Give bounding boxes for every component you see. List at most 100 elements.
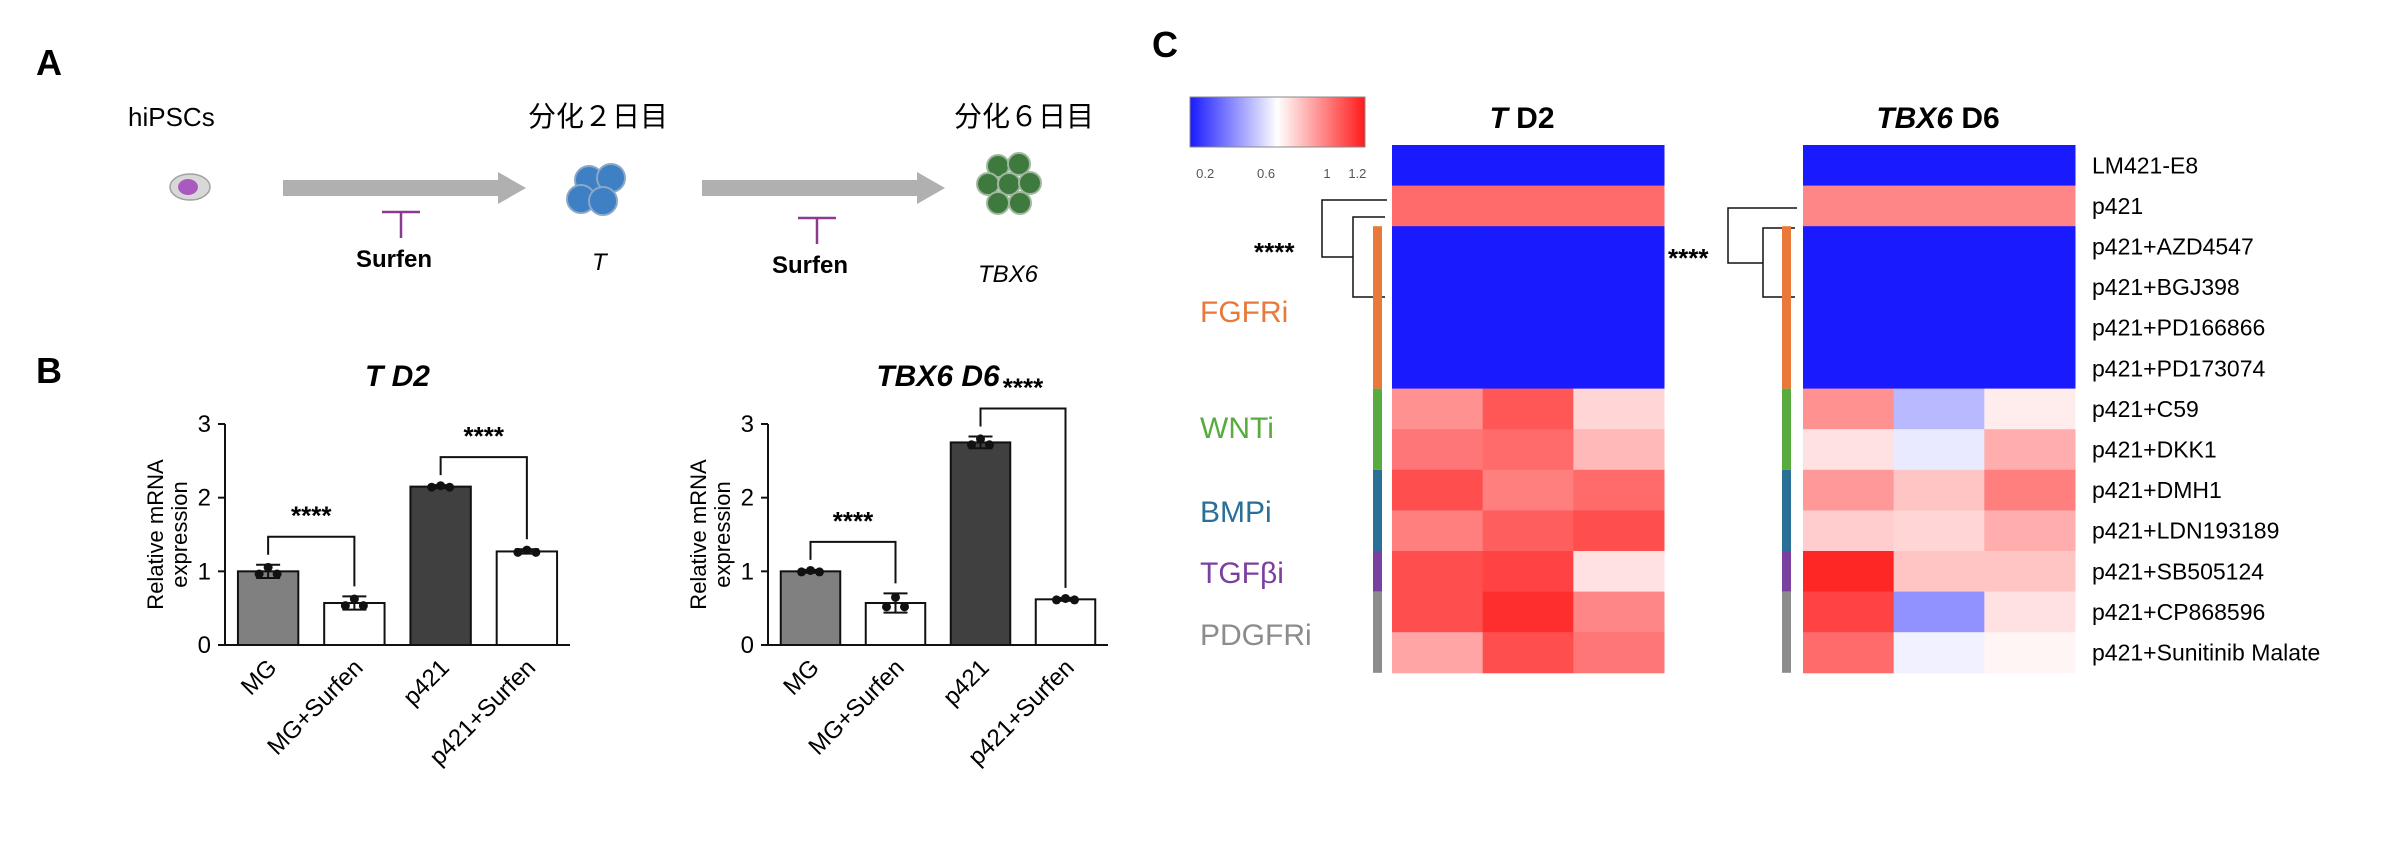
hipsc-cell-icon xyxy=(169,173,211,201)
arrow-2-icon xyxy=(702,172,945,204)
heatmap-cell xyxy=(1482,145,1574,187)
data-point xyxy=(340,601,350,611)
data-point xyxy=(1061,593,1070,603)
heatmap-cell xyxy=(1984,226,2076,268)
heatmap-cell xyxy=(1573,185,1665,227)
y-tick-label: 1 xyxy=(198,558,211,585)
data-point xyxy=(522,545,532,555)
heatmap-cell xyxy=(1984,307,2076,349)
group-label-pdgfri: PDGFRi xyxy=(1200,619,1312,652)
heatmap-cell xyxy=(1803,145,1895,187)
dendrogram-2 xyxy=(1727,207,1797,298)
dendrogram-1 xyxy=(1321,199,1387,298)
heatmap-cell xyxy=(1392,307,1484,349)
heatmap-cell xyxy=(1803,185,1895,227)
heatmap-cell xyxy=(1803,388,1895,430)
heatmap-cell xyxy=(1893,266,1985,308)
heatmap-row-label: p421+DKK1 xyxy=(2092,437,2217,463)
heatmap-cell xyxy=(1893,388,1985,430)
group-color-segment xyxy=(1373,388,1382,470)
marker-1-label: T xyxy=(592,249,609,276)
heatmap-cell xyxy=(1803,226,1895,268)
heatmap-cell xyxy=(1984,551,2076,593)
heatmap-cell xyxy=(1573,145,1665,187)
heatmap-row-label: p421+C59 xyxy=(2092,396,2199,422)
heatmap-cell xyxy=(1893,145,1985,187)
inhibitor-2-icon xyxy=(798,216,836,244)
data-point xyxy=(891,592,900,602)
heatmap-cell xyxy=(1573,226,1665,268)
heatmap-row-label: p421+PD166866 xyxy=(2092,315,2265,341)
heatmap-cell xyxy=(1893,551,1985,593)
group-color-segment xyxy=(1782,469,1791,551)
heatmap-cell xyxy=(1392,632,1484,674)
colorbar-tick-label: 1 xyxy=(1323,166,1330,181)
data-point xyxy=(358,601,368,611)
day2-label: 分化２日目 xyxy=(528,100,668,133)
x-tick-label: p421 xyxy=(398,654,455,711)
group-color-segment xyxy=(1373,551,1382,592)
heatmap-row-label: p421+PD173074 xyxy=(2092,355,2266,381)
significance-bracket xyxy=(439,456,528,540)
heatmap-row-label: p421+Sunitinib Malate xyxy=(2092,640,2320,666)
heatmap-cell xyxy=(1482,348,1574,390)
heatmap-cell xyxy=(1803,469,1895,511)
heatmap-cell xyxy=(1392,551,1484,593)
heatmap-row-label: p421+CP868596 xyxy=(2092,599,2265,625)
bar-chart-title: TBX6 D6 xyxy=(876,360,1000,393)
heatmap-cell xyxy=(1984,145,2076,187)
group-color-segment xyxy=(1373,469,1382,551)
heatmap-row-label: p421+DMH1 xyxy=(2092,477,2222,503)
heatmap-row-label: p421 xyxy=(2092,193,2143,219)
heatmap-cell xyxy=(1893,226,1985,268)
hipscs-label: hiPSCs xyxy=(128,102,215,132)
heatmap-cell xyxy=(1803,307,1895,349)
heatmap-cell xyxy=(1482,551,1574,593)
heatmap-cell xyxy=(1984,388,2076,430)
y-tick-label: 1 xyxy=(741,558,754,585)
heatmap-cell xyxy=(1893,185,1985,227)
group-label-bmpi: BMPi xyxy=(1200,496,1272,529)
data-point xyxy=(1052,595,1061,605)
significance-label: **** xyxy=(464,421,505,451)
heatmap-row-label: LM421-E8 xyxy=(2092,152,2198,178)
inhibitor-1-label: Surfen xyxy=(356,246,432,273)
data-point xyxy=(436,481,446,491)
group-color-segment xyxy=(1782,226,1791,389)
heatmap-cell xyxy=(1893,591,1985,633)
group-color-segment xyxy=(1373,591,1382,673)
marker-2-label: TBX6 xyxy=(978,261,1039,288)
significance-label: **** xyxy=(1003,373,1044,403)
day6-label: 分化６日目 xyxy=(954,100,1094,133)
y-axis-label: Relative mRNA xyxy=(143,459,168,610)
heatmap-cell xyxy=(1893,307,1985,349)
data-point xyxy=(445,482,455,492)
heatmap-cell xyxy=(1984,591,2076,633)
data-point xyxy=(1070,595,1079,605)
heatmap-cell xyxy=(1984,429,2076,471)
data-point xyxy=(427,482,437,492)
heatmap-cell xyxy=(1803,266,1895,308)
y-tick-label: 2 xyxy=(198,485,211,512)
bar xyxy=(409,485,472,646)
heatmap-cell xyxy=(1984,632,2076,674)
y-axis-label: Relative mRNA xyxy=(686,459,711,610)
y-tick-label: 0 xyxy=(198,632,211,659)
bar xyxy=(495,550,559,647)
heatmap-cell xyxy=(1392,388,1484,430)
data-point xyxy=(967,440,976,450)
panel-a: A hiPSCs 分化２日目 分化６日目 Surfen T xyxy=(36,42,1094,288)
heatmap-cell xyxy=(1893,632,1985,674)
heatmap-row-label: p421+AZD4547 xyxy=(2092,234,2254,260)
heatmap-cell xyxy=(1573,429,1665,471)
data-point xyxy=(806,565,815,575)
heatmap-cell xyxy=(1392,510,1484,552)
data-point xyxy=(900,602,909,612)
significance-label: **** xyxy=(291,501,332,531)
heatmap-cell xyxy=(1893,348,1985,390)
heatmap-cell xyxy=(1392,145,1484,187)
heatmap-cell xyxy=(1803,429,1895,471)
